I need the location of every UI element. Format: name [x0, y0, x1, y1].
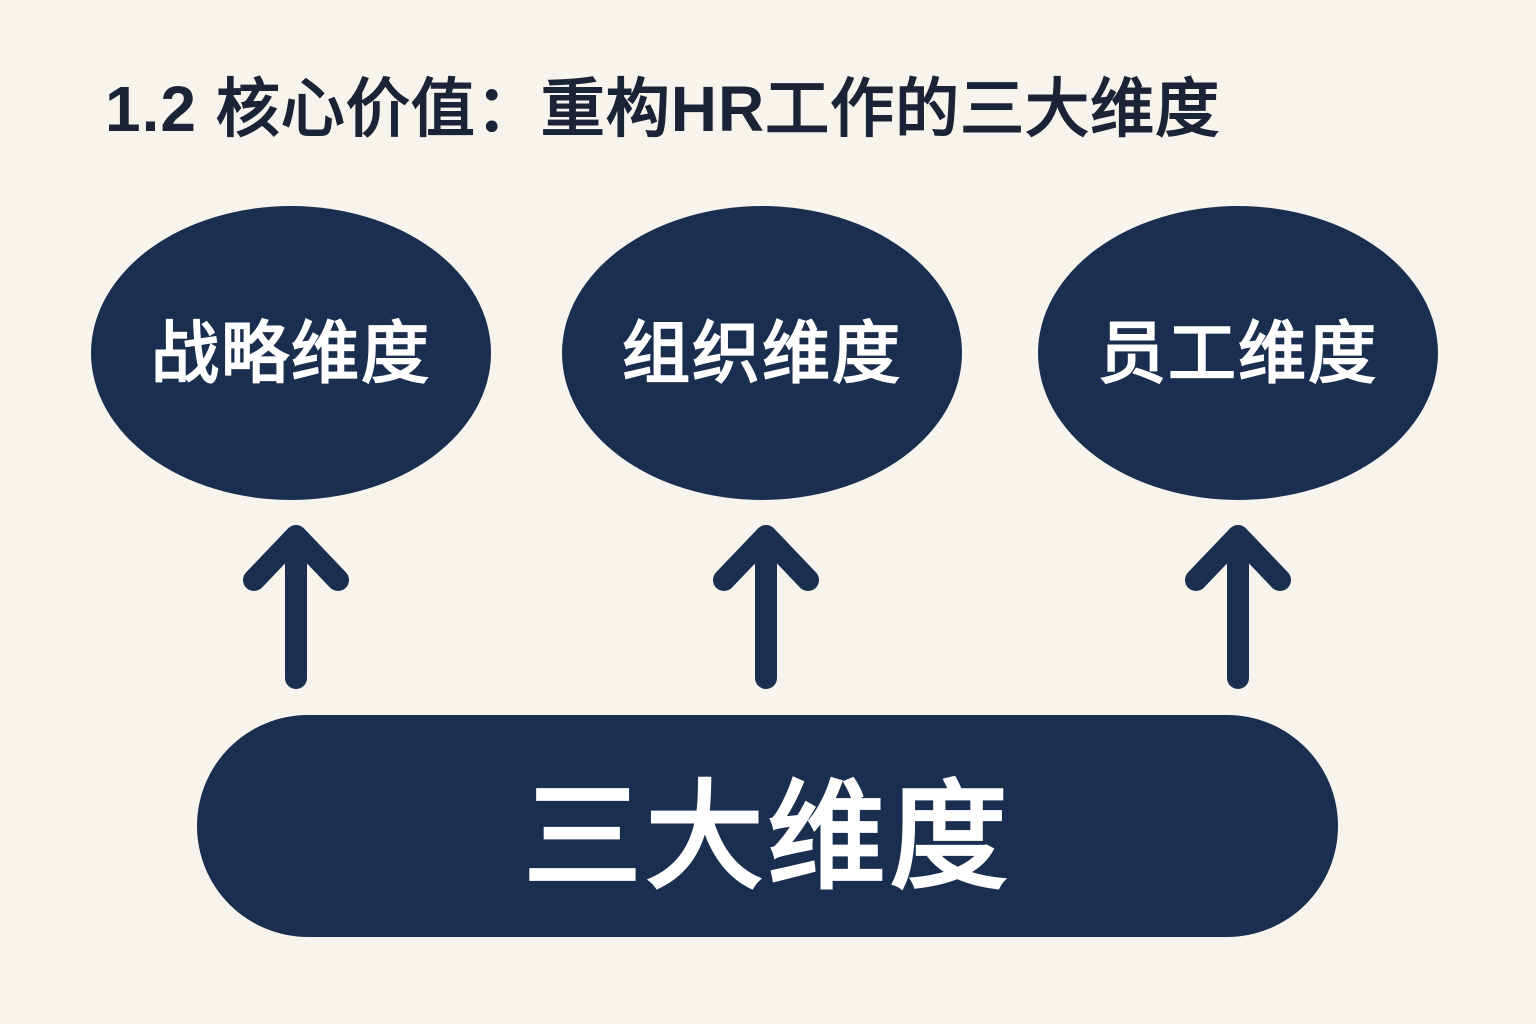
- dimension-organization: 组织维度: [562, 206, 962, 500]
- base-three-dimensions: 三大维度: [197, 715, 1338, 937]
- dimension-label: 战略维度: [150, 315, 431, 392]
- arrow-up-icon: [1185, 525, 1291, 689]
- dimension-label: 员工维度: [1097, 315, 1378, 392]
- page-title: 1.2 核心价值：重构HR工作的三大维度: [105, 73, 1221, 145]
- base-label: 三大维度: [523, 771, 1012, 904]
- dimension-strategy: 战略维度: [91, 206, 491, 500]
- arrow-up-icon: [243, 525, 349, 689]
- dimension-employee: 员工维度: [1038, 206, 1438, 500]
- arrow-up-icon: [713, 525, 819, 689]
- dimension-label: 组织维度: [621, 315, 902, 392]
